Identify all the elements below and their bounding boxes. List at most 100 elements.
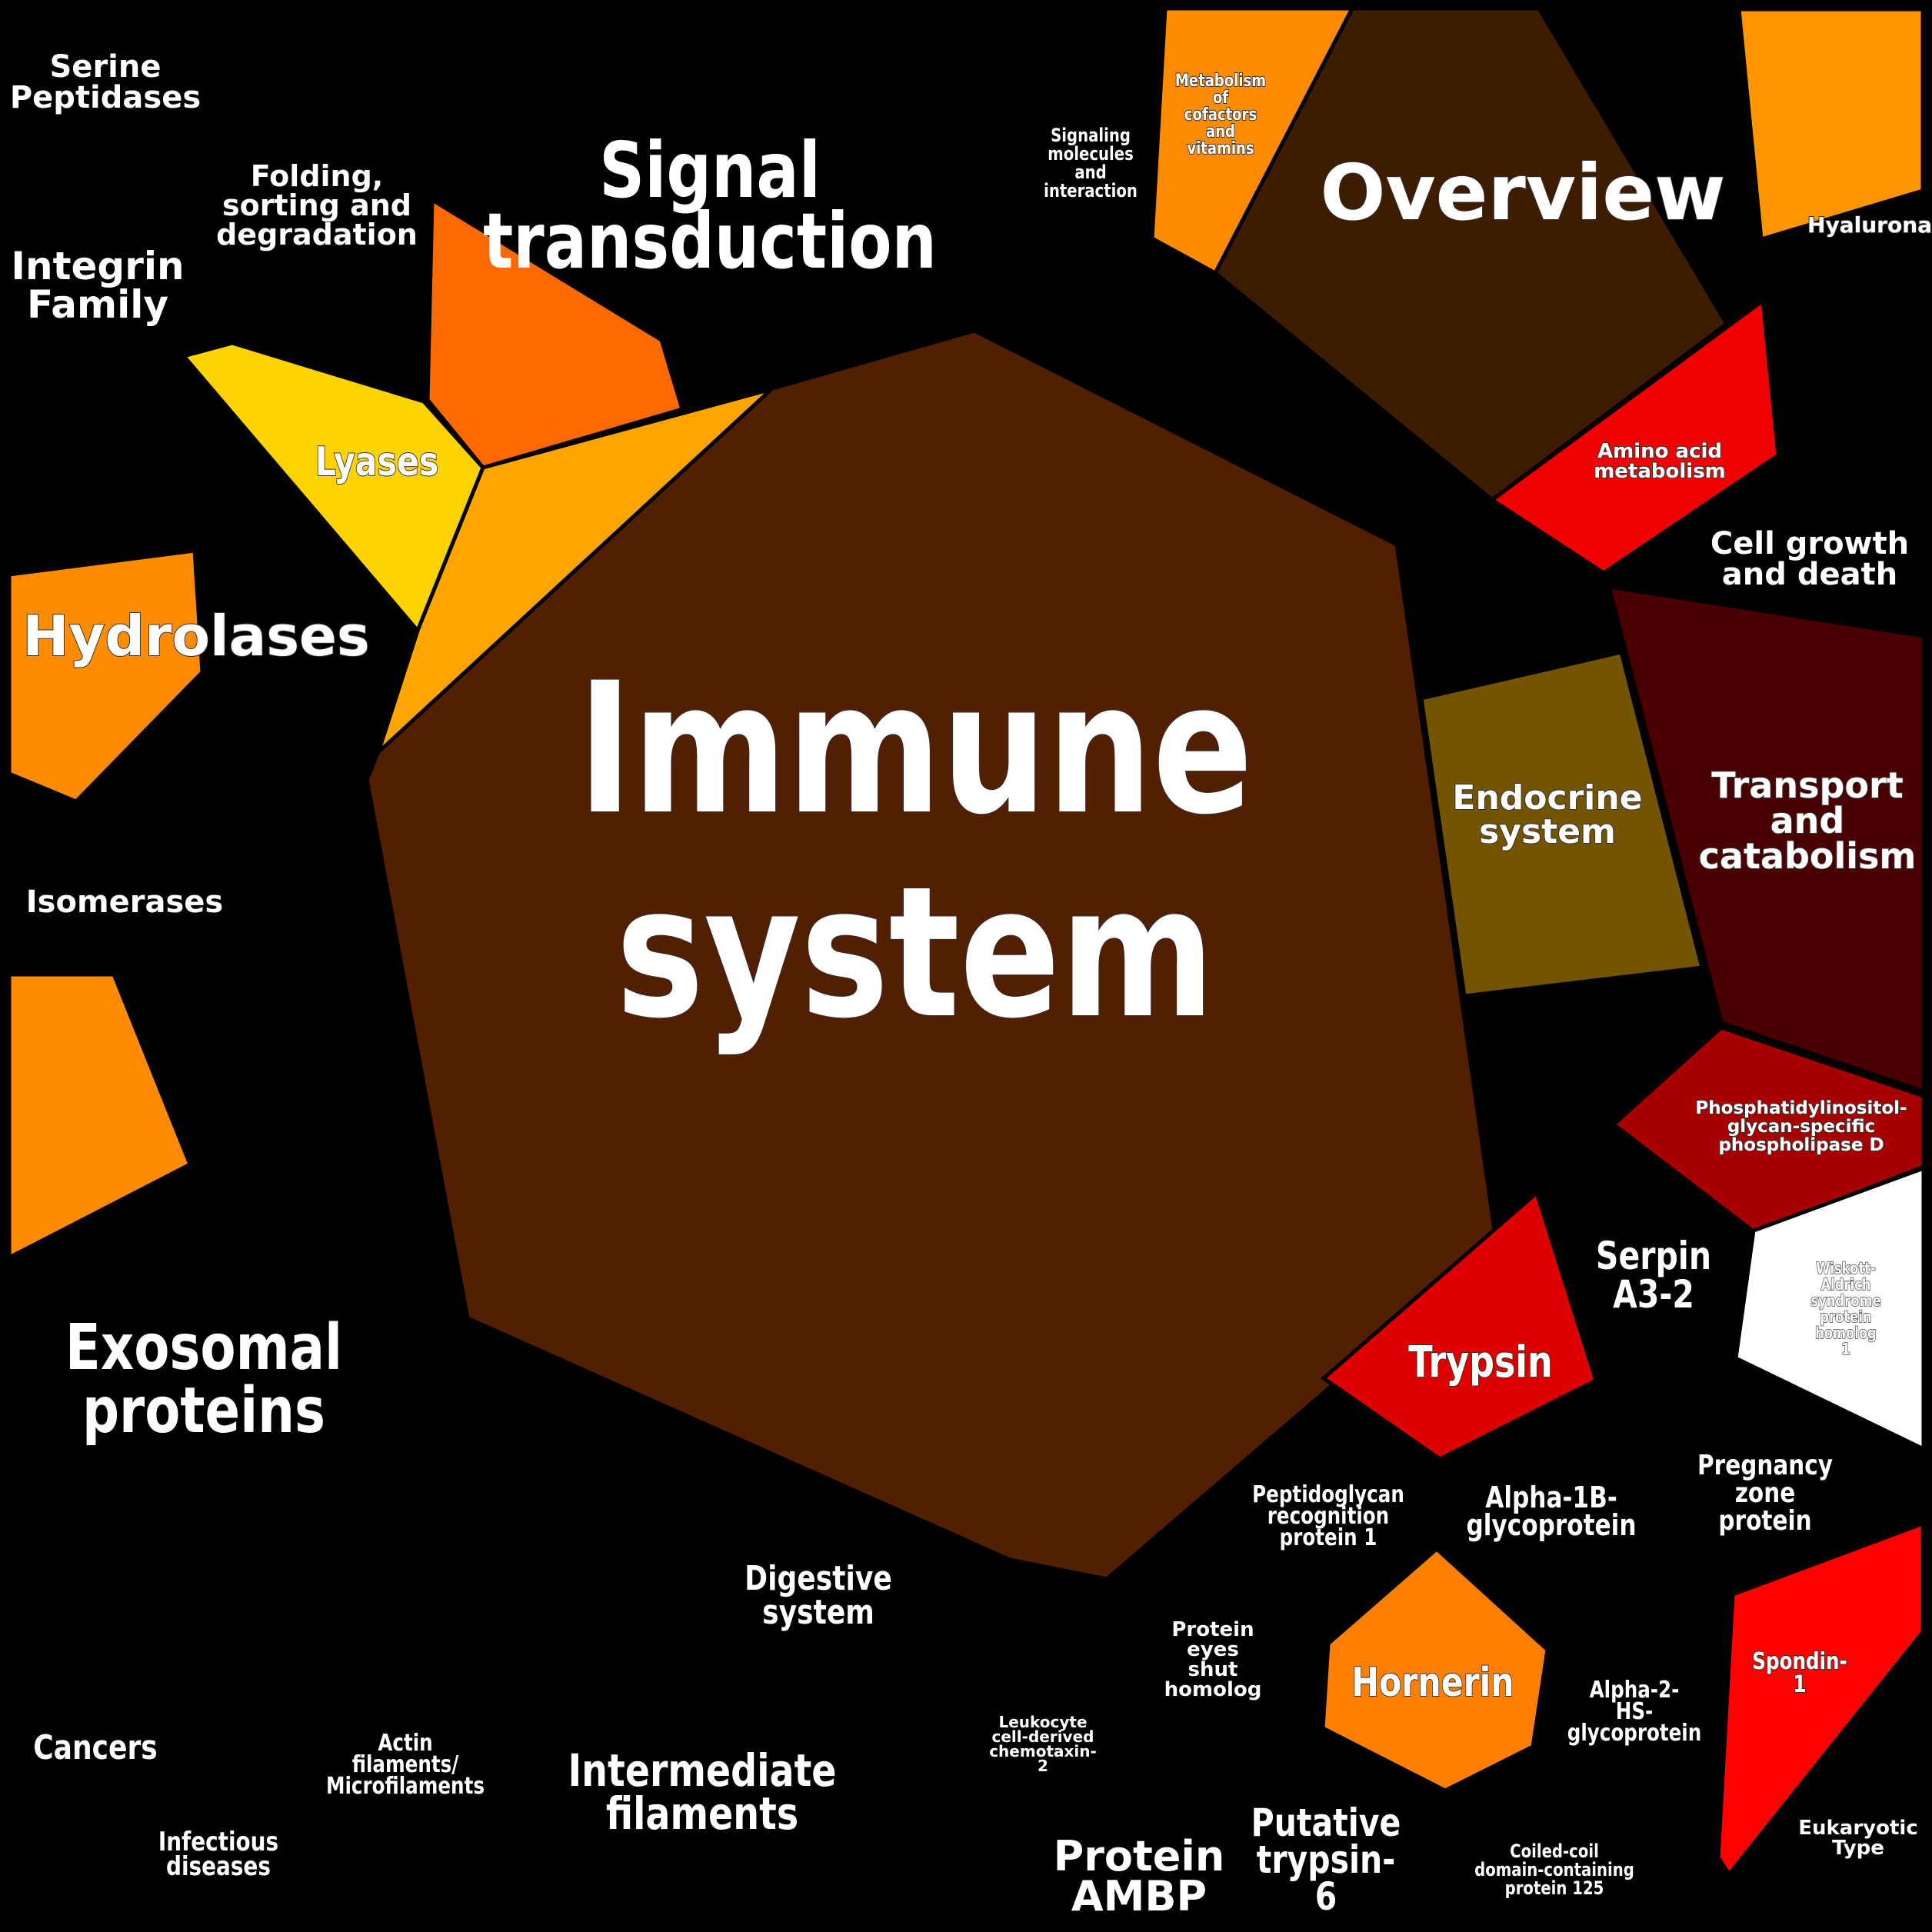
peptidoglycan-label-line: recognition bbox=[1267, 1504, 1389, 1530]
region-metabolism-cofactors[interactable] bbox=[1150, 6, 1356, 276]
protein-eyes-shut-label-line: shut bbox=[1188, 1658, 1238, 1681]
region-signal-transduction-region[interactable] bbox=[425, 196, 685, 470]
region-phospholipase-d[interactable] bbox=[1611, 1025, 1926, 1234]
region-lyases-label: Lyases bbox=[315, 439, 439, 485]
pregnancy-zone-label-line: zone bbox=[1735, 1476, 1795, 1509]
region-transport-catabolism[interactable] bbox=[1606, 584, 1926, 1094]
region-trypsin-label: Trypsin bbox=[1408, 1337, 1552, 1388]
alpha-2-hs-label-line: Alpha-2- bbox=[1590, 1677, 1680, 1704]
signaling-molecules-label-line: molecules bbox=[1048, 144, 1134, 165]
integrin-family-label-line: Integrin bbox=[11, 244, 184, 288]
region-hornerin[interactable] bbox=[1321, 1546, 1550, 1793]
region-amino-acid-metabolism-label-line: metabolism bbox=[1594, 460, 1726, 483]
putative-trypsin-6-label-line: Putative bbox=[1251, 1800, 1401, 1845]
region-transport-catabolism-label-line: Transport bbox=[1711, 764, 1903, 806]
region-amino-acid-metabolism[interactable] bbox=[1488, 297, 1780, 576]
cancers-label: Cancers bbox=[33, 1729, 158, 1767]
leukocyte-label-line: 2 bbox=[1038, 1757, 1048, 1775]
region-transport-catabolism-label-line: catabolism bbox=[1699, 835, 1917, 877]
folding-sorting-label-line: sorting and bbox=[222, 188, 411, 222]
region-immune-system-label-line: Immune bbox=[578, 644, 1253, 854]
peptidoglycan-label-line: Peptidoglycan bbox=[1252, 1482, 1404, 1508]
region-metabolism-cofactors-label-line: cofactors bbox=[1184, 104, 1257, 124]
region-hydrolases-label: Hydrolases bbox=[22, 604, 370, 668]
region-overview-label: Overview bbox=[1320, 148, 1725, 238]
region-wiskott-aldrich-label-line: Wiskott- bbox=[1816, 1261, 1876, 1278]
infectious-diseases-label-line: diseases bbox=[166, 1851, 271, 1881]
serine-peptidases-label-line: Peptidases bbox=[10, 80, 201, 115]
region-trypsin-label-line: Trypsin bbox=[1408, 1337, 1552, 1388]
signal-transduction-label-line: Signal bbox=[599, 125, 821, 215]
peptidoglycan-label-line: protein 1 bbox=[1280, 1525, 1377, 1551]
region-phospholipase-d-label-line: phospholipase D bbox=[1718, 1135, 1884, 1155]
serpin-a3-2-label-line: A3-2 bbox=[1613, 1272, 1694, 1317]
actin-filaments-label-line: filaments/ bbox=[352, 1752, 459, 1778]
region-hornerin-label: Hornerin bbox=[1351, 1660, 1514, 1706]
region-endocrine-system-label-line: Endocrine bbox=[1452, 778, 1642, 818]
infectious-diseases-label-line: Infectious bbox=[158, 1827, 278, 1857]
alpha-2-hs-label-line: glycoprotein bbox=[1567, 1720, 1702, 1747]
protein-eyes-shut-label-line: Protein bbox=[1171, 1618, 1254, 1641]
leukocyte-label-line: chemotaxin- bbox=[989, 1742, 1097, 1760]
cell-growth-death-label-line: Cell growth bbox=[1710, 526, 1909, 561]
region-endocrine-system[interactable] bbox=[1419, 650, 1705, 998]
region-metabolism-cofactors-label-line: vitamins bbox=[1187, 138, 1254, 158]
region-hydrolases-label-line: Hydrolases bbox=[22, 604, 370, 668]
region-metabolism-cofactors-label-line: of bbox=[1213, 87, 1228, 107]
region-phospholipase-d-label-line: Phosphatidylinositol- bbox=[1695, 1098, 1907, 1118]
region-light-orange-region[interactable] bbox=[374, 387, 773, 759]
region-immune-system-label-line: system bbox=[616, 848, 1215, 1058]
region-trypsin[interactable] bbox=[1320, 1189, 1599, 1461]
putative-trypsin-6-label-line: 6 bbox=[1315, 1874, 1337, 1919]
region-lyases[interactable] bbox=[180, 341, 485, 635]
putative-trypsin-6-label-line: trypsin- bbox=[1257, 1837, 1396, 1882]
region-lower-left-orange[interactable] bbox=[7, 972, 193, 1261]
eukaryotic-type-label-line: Eukaryotic bbox=[1798, 1817, 1918, 1840]
alpha-1b-label: Alpha-1B-glycoprotein bbox=[1466, 1481, 1636, 1543]
protein-ambp-label-line: AMBP bbox=[1071, 1872, 1207, 1920]
signaling-molecules-label-line: interaction bbox=[1044, 181, 1138, 202]
region-spondin-1-label-line: 1 bbox=[1793, 1672, 1806, 1698]
region-spondin-1[interactable] bbox=[1716, 1521, 1925, 1878]
alpha-2-hs-label: Alpha-2-HS-glycoprotein bbox=[1567, 1677, 1702, 1747]
integrin-family-label-line: Family bbox=[27, 282, 168, 327]
signaling-molecules-label-line: and bbox=[1074, 162, 1106, 183]
cell-growth-death-label-line: and death bbox=[1722, 557, 1897, 592]
region-transport-catabolism-label-line: and bbox=[1770, 800, 1845, 841]
alpha-2-hs-label-line: HS- bbox=[1616, 1699, 1654, 1725]
intermediate-filaments-label-line: Intermediate bbox=[568, 1744, 836, 1797]
exosomal-proteins-label-line: Exosomal bbox=[65, 1310, 342, 1384]
region-spondin-1-label-line: Spondin- bbox=[1752, 1649, 1847, 1675]
leukocyte-label-line: cell-derived bbox=[992, 1727, 1094, 1746]
region-wiskott-aldrich[interactable] bbox=[1734, 1165, 1926, 1452]
digestive-system-label-line: system bbox=[762, 1594, 874, 1632]
isomerases-label-line: Isomerases bbox=[26, 884, 223, 920]
region-wiskott-aldrich-label-line: Aldrich bbox=[1820, 1277, 1870, 1294]
region-hydrolases[interactable] bbox=[7, 548, 205, 804]
signaling-molecules-label-line: Signaling bbox=[1051, 125, 1131, 146]
region-wiskott-aldrich-label-line: protein bbox=[1820, 1309, 1871, 1327]
protein-eyes-shut-label-line: homolog bbox=[1164, 1678, 1262, 1701]
region-hyaluronan[interactable] bbox=[1737, 7, 1925, 242]
region-overview-label-line: Overview bbox=[1320, 148, 1725, 238]
region-phospholipase-d-label-line: glycan-specific bbox=[1727, 1117, 1875, 1137]
protein-eyes-shut-label-line: eyes bbox=[1187, 1638, 1239, 1661]
